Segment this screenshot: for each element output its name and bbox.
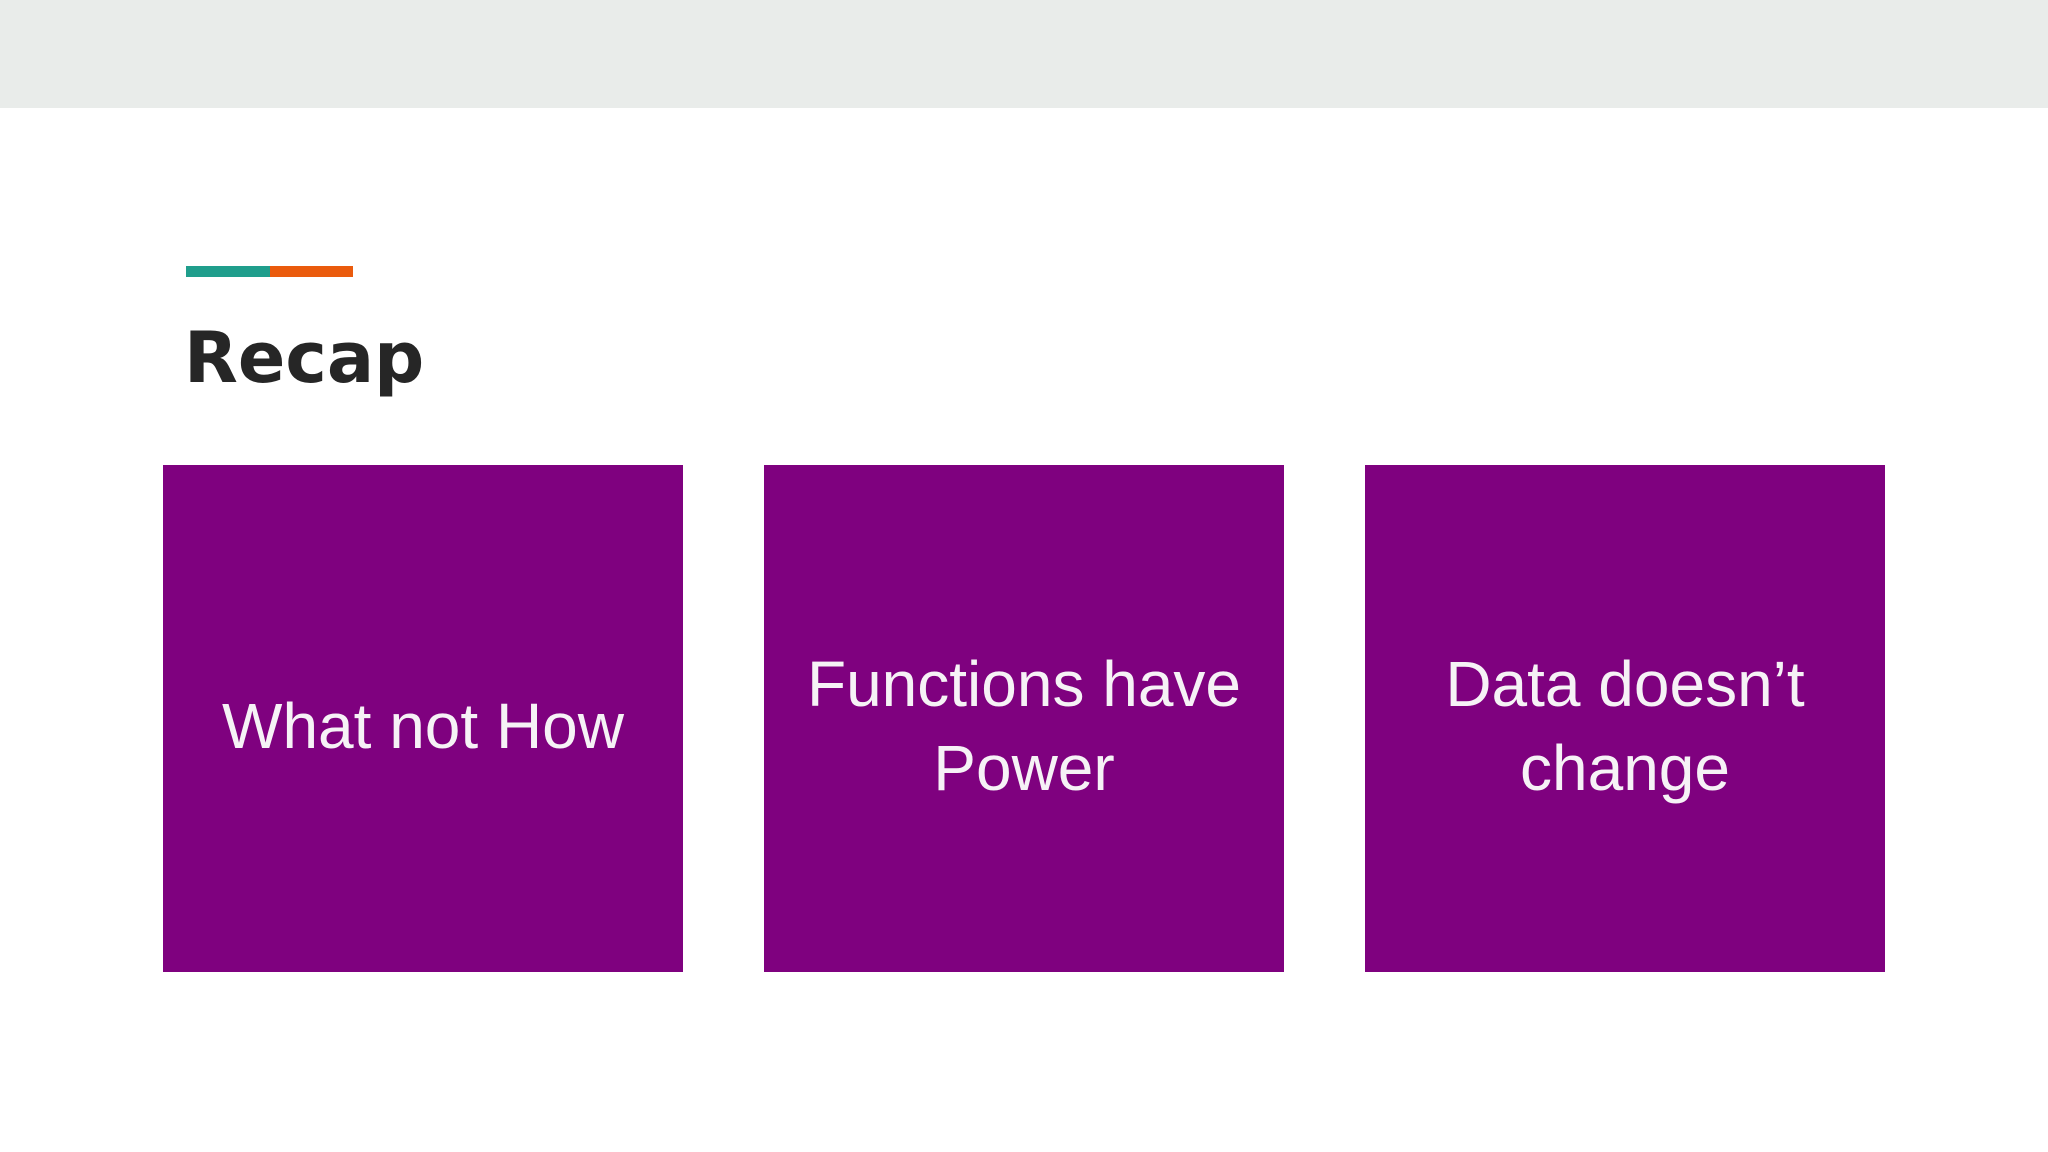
card-text-line: change: [1520, 731, 1730, 804]
slide-title: Recap: [184, 317, 425, 399]
card-text-line: What not How: [222, 689, 624, 762]
title-accent-bar: [186, 266, 353, 277]
card-data-doesnt-change: Data doesn’t change: [1365, 465, 1885, 972]
card-text-line: Data doesn’t: [1445, 647, 1805, 720]
accent-teal-segment: [186, 266, 270, 277]
card-what-not-how: What not How: [163, 465, 683, 972]
card-text-line: Functions have: [806, 647, 1242, 720]
top-band: [0, 0, 2048, 108]
cards-row: What not How Functions have Power Data d…: [163, 465, 1885, 972]
accent-orange-segment: [269, 266, 353, 277]
card-text-line: Power: [933, 731, 1115, 804]
card-functions-have-power: Functions have Power: [764, 465, 1284, 972]
